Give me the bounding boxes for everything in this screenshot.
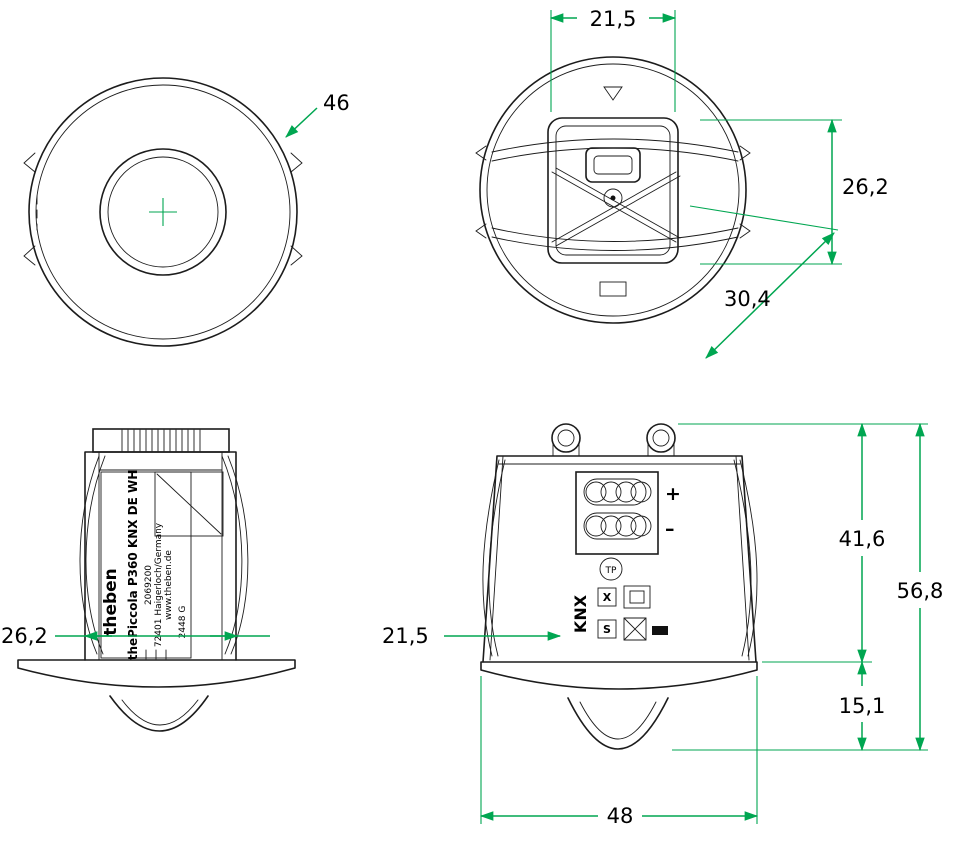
clip-right-top	[739, 145, 751, 161]
body-outline	[84, 451, 237, 661]
ceiling-flange	[480, 661, 758, 690]
sensor-dome	[109, 695, 209, 732]
mounting-bracket	[92, 428, 230, 453]
clip-left-bottom	[23, 245, 36, 266]
dim-46-leader	[285, 107, 318, 138]
dim-26-2-side-label: 26,2	[1, 624, 48, 648]
dim-41-6-label: 41,6	[839, 527, 886, 551]
clip-right-top	[290, 152, 303, 173]
spring-right	[221, 455, 249, 655]
label-batch: 2448 G	[178, 606, 188, 639]
spring-right	[733, 459, 758, 657]
screw	[603, 188, 623, 208]
x-box	[597, 587, 617, 607]
label-address: 72401 Haigerloch/Germany	[154, 522, 164, 647]
dim-30-4-line	[705, 232, 835, 359]
label-article-number: 2069200	[144, 565, 154, 605]
clip-right-bottom	[290, 245, 303, 266]
front-view: 46	[23, 77, 350, 347]
clip-left-top	[23, 152, 36, 173]
spring-left	[482, 459, 506, 657]
clip-left-top	[475, 145, 487, 161]
mounting-ear-right	[646, 423, 676, 453]
black-bar	[652, 626, 668, 635]
terminal-row-plus	[583, 478, 647, 506]
top-view: 21,5 26,2 30,4	[475, 7, 889, 359]
sensor-dome	[567, 697, 669, 750]
terminal-block	[575, 471, 659, 555]
ceiling-flange	[17, 659, 296, 688]
knx-label: KNX	[571, 594, 590, 633]
center-cross	[149, 198, 177, 226]
crossed-square-icon	[623, 617, 647, 641]
dim-48-label: 48	[607, 804, 634, 828]
ext-line	[689, 205, 839, 231]
orientation-triangle	[603, 86, 623, 101]
side-view-left: theben thePiccola P360 KNX DE WH 2069200…	[1, 428, 296, 732]
connector-icon	[623, 585, 651, 609]
mounting-ear-left	[551, 423, 581, 453]
spring-wire-cross	[551, 167, 681, 247]
terminal-minus-label: –	[665, 518, 675, 540]
mounting-body	[547, 117, 679, 264]
dim-21-5-top-label: 21,5	[590, 7, 637, 31]
s-label: S	[603, 623, 611, 636]
vents	[145, 649, 167, 660]
side-view-right: + – TP X S KNX 21,5 41,6	[382, 422, 944, 828]
clip-left-bottom	[475, 223, 487, 239]
dim-56-8-label: 56,8	[897, 579, 944, 603]
x-label: X	[603, 591, 612, 604]
dim-46-label: 46	[323, 91, 350, 115]
dim-21-5-side-label: 21,5	[382, 624, 429, 648]
dim-26-2-top-label: 26,2	[842, 175, 889, 199]
tp-badge	[599, 557, 623, 581]
spring-wire-bottom	[491, 227, 739, 251]
label-product: thePiccola P360 KNX DE WH	[126, 470, 140, 661]
s-box	[597, 619, 617, 639]
bottom-tab	[599, 281, 627, 297]
terminal-row-minus	[583, 512, 647, 540]
label-website: www.theben.de	[164, 550, 174, 620]
label-brand: theben	[101, 568, 121, 636]
spring-wire-top	[491, 138, 739, 162]
terminal-plus-label: +	[665, 483, 681, 505]
dim-15-1-label: 15,1	[839, 694, 886, 718]
dim-30-4-label: 30,4	[724, 287, 771, 311]
tp-label: TP	[605, 566, 617, 576]
bracket-hatch	[121, 429, 201, 452]
